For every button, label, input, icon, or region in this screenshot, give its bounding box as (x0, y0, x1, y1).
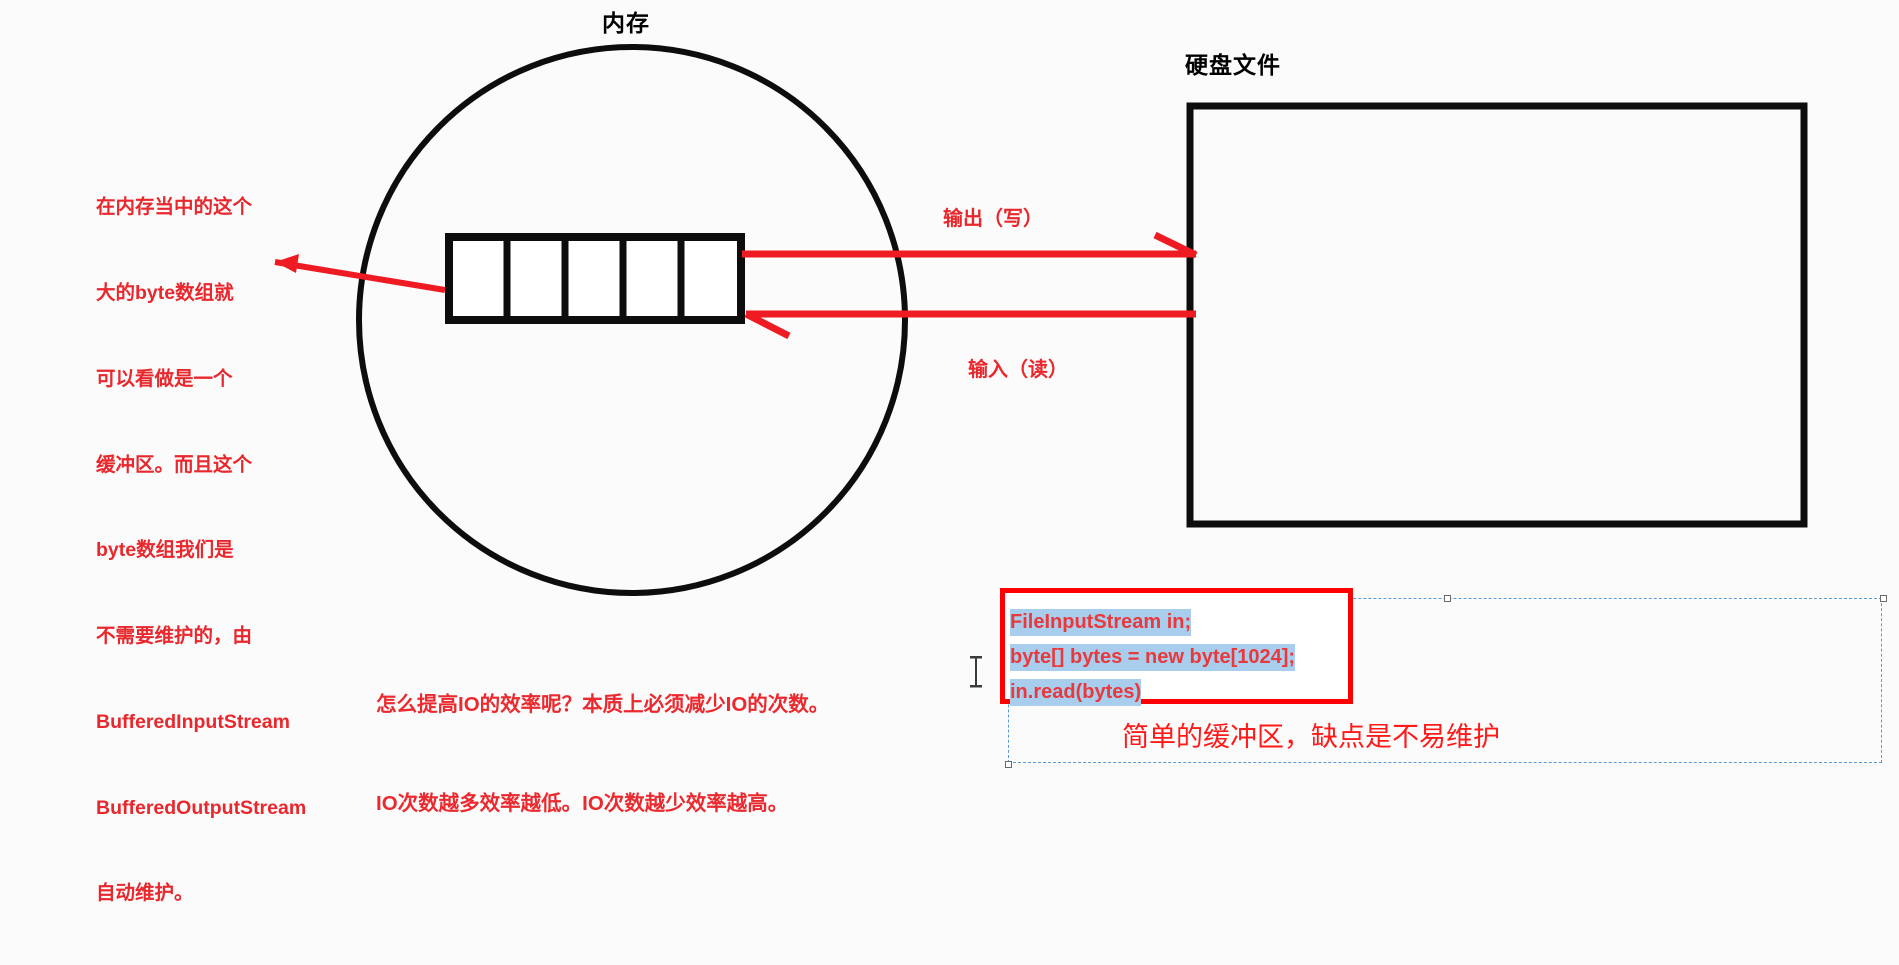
byte-array-buffer (445, 233, 745, 324)
memory-buffer-note: 在内存当中的这个 大的byte数组就 可以看做是一个 缓冲区。而且这个 byte… (96, 136, 306, 965)
note-line-1: 在内存当中的这个 (96, 196, 253, 219)
output-write-arrow (742, 231, 1198, 259)
output-write-label: 输出（写） (943, 208, 1043, 230)
code-caption: 简单的缓冲区，缺点是不易维护 (1122, 722, 1500, 752)
code-line-1-text[interactable]: FileInputStream in; (1010, 609, 1192, 636)
io-note-line-2: IO次数越多效率越低。IO次数越少效率越高。 (376, 792, 789, 815)
disk-file-label: 硬盘文件 (1185, 52, 1281, 78)
diagram-vector-layer (274, 44, 1808, 596)
code-snippet[interactable]: FileInputStream in; byte[] bytes = new b… (1010, 605, 1350, 710)
note-line-3: 可以看做是一个 (96, 367, 233, 390)
io-note-line-1: 怎么提高IO的效率呢？本质上必须减少IO的次数。 (376, 693, 830, 716)
note-line-8: BufferedOutputStream (96, 796, 307, 819)
memory-label: 内存 (602, 10, 650, 36)
code-line-3-text[interactable]: in.read(bytes) (1010, 679, 1142, 706)
note-line-2: 大的byte数组就 (96, 281, 234, 304)
memory-circle (356, 44, 908, 596)
disk-file-rect (1186, 102, 1808, 528)
diagram-canvas: 内存 硬盘文件 在内存当中的这个 大的byte数组就 可以看做是一个 缓冲区。而… (96, 10, 1887, 904)
note-line-7: BufferedInputStream (96, 710, 290, 733)
input-read-arrow (744, 310, 1196, 340)
code-line-2-text[interactable]: byte[] bytes = new byte[1024]; (1010, 644, 1296, 671)
note-line-5: byte数组我们是 (96, 539, 234, 562)
code-line-1: FileInputStream in; (1010, 605, 1192, 640)
note-line-6: 不需要维护的，由 (96, 625, 253, 648)
i-beam-cursor (970, 656, 982, 688)
io-efficiency-note: 怎么提高IO的效率呢？本质上必须减少IO的次数。 IO次数越多效率越低。IO次数… (376, 622, 829, 886)
note-line-9: 自动维护。 (96, 882, 194, 905)
input-read-label: 输入（读） (968, 359, 1068, 381)
note-pointer-line (274, 254, 446, 293)
code-line-3: in.read(bytes) (1010, 675, 1142, 710)
code-line-2: byte[] bytes = new byte[1024]; (1010, 640, 1296, 675)
note-line-4: 缓冲区。而且这个 (96, 453, 253, 476)
